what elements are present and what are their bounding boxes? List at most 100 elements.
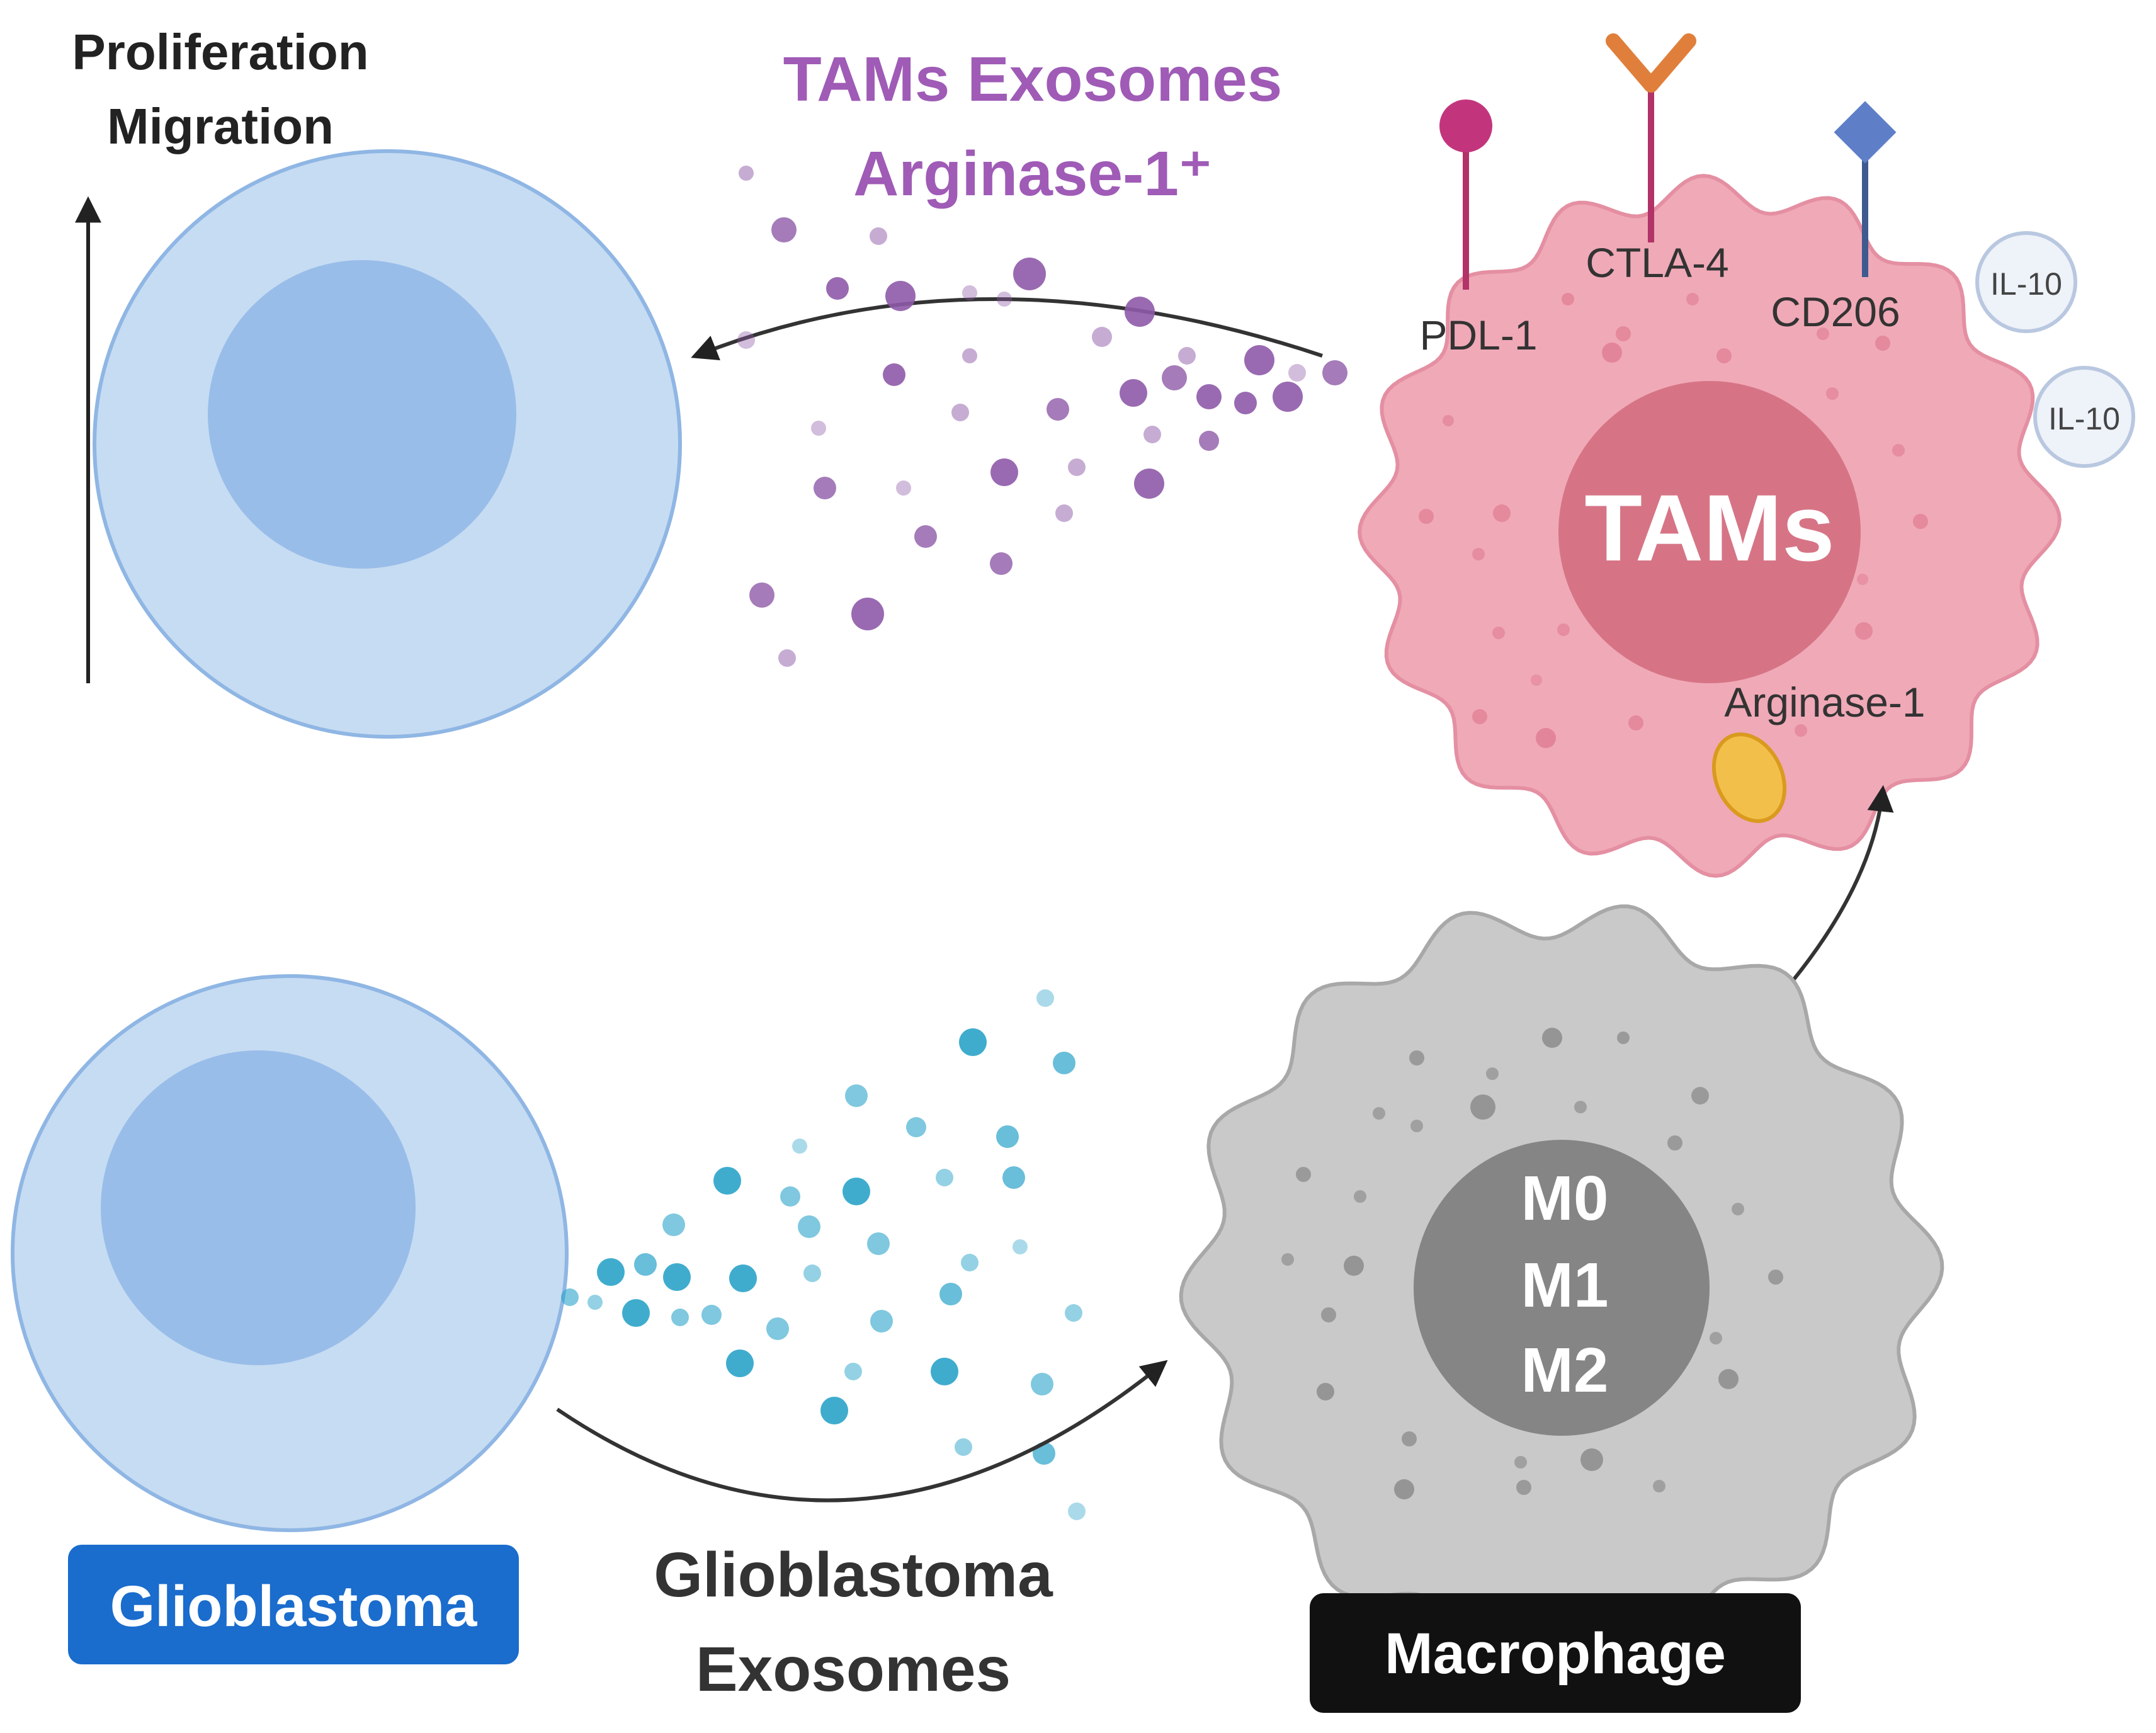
macrophage-granule [1653, 1480, 1665, 1492]
cyan-exosome [959, 1028, 987, 1056]
tam-granule [1892, 444, 1905, 457]
purple-exosome [962, 348, 977, 363]
purple-exosome [885, 281, 916, 311]
macrophage-granule [1710, 1332, 1722, 1344]
macrophage-nucleus [1414, 1140, 1710, 1436]
purple-exosome [737, 331, 755, 349]
cyan-exosome [961, 1254, 979, 1271]
macrophage-granule [1516, 1480, 1531, 1495]
macrophage-granule [1354, 1190, 1366, 1203]
macrophage-granule [1691, 1087, 1709, 1105]
cyan-exosome [1002, 1166, 1025, 1189]
purple-exosome [851, 598, 884, 630]
macrophage-granule [1667, 1135, 1682, 1151]
macrophage-granule [1580, 1448, 1603, 1471]
tam-granule [1795, 724, 1807, 737]
pdl1-receptor-head [1439, 99, 1492, 152]
tam-nucleus [1558, 381, 1861, 683]
macrophage-granule [1409, 1050, 1424, 1065]
ctla4-label: CTLA-4 [1586, 239, 1728, 286]
il10-label-1: IL-10 [1990, 266, 2062, 302]
tam-granule [1536, 728, 1556, 748]
purple-exosome [1143, 426, 1161, 443]
purple-exosome [1013, 258, 1046, 290]
purple-exosome [990, 458, 1018, 486]
cyan-exosome [820, 1397, 848, 1424]
macrophage-granule [1410, 1120, 1423, 1132]
purple-exosome [962, 285, 977, 300]
purple-exosome [1092, 327, 1112, 347]
tam-granule [1472, 709, 1487, 724]
purple-exosome [1120, 379, 1147, 407]
purple-exosome [739, 166, 754, 181]
purple-exosome [870, 227, 887, 245]
cyan-exosome [561, 1288, 579, 1306]
migration-label: Migration [107, 98, 334, 154]
purple-exosome [811, 421, 826, 436]
cyan-exosome [1031, 1373, 1053, 1395]
macrophage-cell: M0 M1 M2 [1179, 904, 1944, 1659]
cyan-exosome [955, 1438, 972, 1456]
purple-exosome [896, 480, 911, 496]
purple-exosome [1134, 469, 1164, 499]
purple-exosome [990, 552, 1013, 575]
macrophage-badge: Macrophage [1310, 1593, 1801, 1713]
macrophage-granule [1486, 1067, 1499, 1080]
cyan-exosome [780, 1186, 800, 1207]
pdl1-receptor [1439, 99, 1492, 290]
cyan-exosome-cloud [561, 989, 1086, 1520]
tam-to-glioblastoma-arrow [691, 297, 1323, 361]
glioblastoma-cell-bottom [11, 974, 569, 1532]
cyan-exosome [1065, 1304, 1082, 1322]
macrophage-granule [1514, 1456, 1527, 1469]
purple-exosome [997, 292, 1012, 307]
tam-granule [1443, 415, 1454, 426]
cyan-exosome [803, 1264, 821, 1282]
tam-granule [1602, 343, 1622, 363]
macrophage-granule [1768, 1270, 1783, 1285]
cyan-exosome [996, 1125, 1019, 1148]
purple-exosome [771, 217, 797, 242]
cyan-exosome [766, 1317, 789, 1340]
proliferation-label: Proliferation [72, 24, 368, 80]
arginase-exosomes-subtitle: Arginase-1⁺ [853, 139, 1212, 209]
purple-exosome [778, 649, 796, 667]
macrophage-to-tam-arrow [1790, 785, 1894, 984]
purple-exosome [1055, 504, 1073, 522]
cyan-exosome [798, 1215, 820, 1238]
tam-granule [1716, 348, 1732, 363]
tam-granule [1855, 622, 1873, 640]
purple-exosome [1288, 364, 1306, 382]
purple-exosome [1322, 360, 1347, 385]
tam-granule [1472, 548, 1485, 560]
macrophage-granule [1373, 1107, 1385, 1120]
tam-granule [1616, 326, 1631, 341]
pdl1-label: PDL-1 [1419, 312, 1537, 358]
purple-exosome [1199, 431, 1219, 451]
cyan-exosome [906, 1117, 926, 1137]
tams-exosomes-title: TAMs Exosomes [783, 44, 1283, 115]
purple-exosome [826, 277, 849, 300]
macrophage-granule [1542, 1028, 1562, 1048]
macrophage-granule [1470, 1094, 1495, 1120]
cyan-exosome [634, 1253, 657, 1276]
purple-exosome [1196, 384, 1222, 409]
macrophage-granule [1617, 1031, 1630, 1044]
cyan-exosome [662, 1213, 685, 1236]
tam-granule [1826, 387, 1839, 400]
m2-label: M2 [1521, 1335, 1609, 1406]
cell-nucleus [208, 260, 516, 569]
macrophage-granule [1718, 1369, 1739, 1389]
purple-exosome [1068, 458, 1086, 476]
glioblastoma-exosomes-label-line2: Exosomes [696, 1634, 1011, 1705]
cyan-exosome [622, 1299, 650, 1327]
cd206-label: CD206 [1771, 288, 1900, 335]
cyan-exosome [1068, 1503, 1086, 1520]
tam-granule [1419, 509, 1434, 524]
glioblastoma-badge: Glioblastoma [68, 1545, 519, 1664]
cell-nucleus [101, 1050, 416, 1365]
cyan-exosome [936, 1169, 953, 1186]
purple-exosome [951, 404, 969, 421]
cyan-exosome [663, 1263, 691, 1291]
